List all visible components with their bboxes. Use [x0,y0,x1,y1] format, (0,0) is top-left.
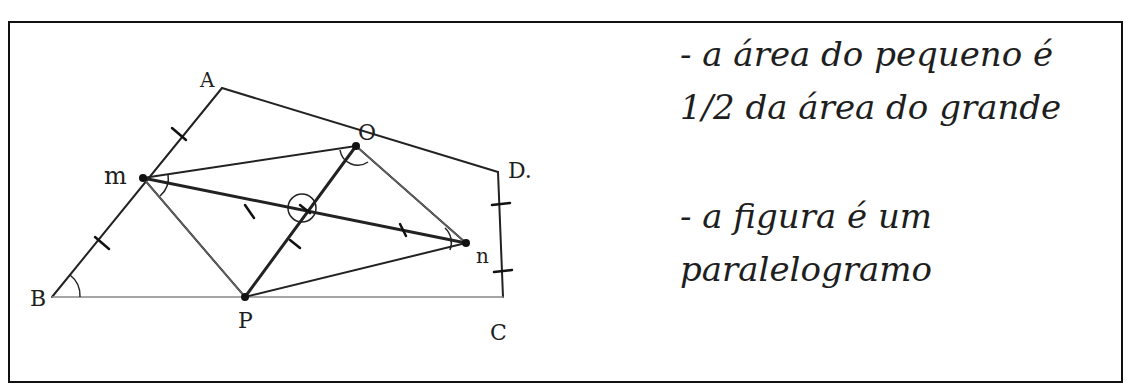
vertex-label: A [200,70,214,90]
angle-b [70,275,80,297]
vertex-dots [139,142,470,301]
figure-frame [9,22,1122,382]
vertex-label: B [30,288,46,310]
angle-m [160,174,168,196]
side-bc [52,296,503,298]
tick-marks [95,128,512,272]
midpoint-parallelogram [143,146,466,297]
segment-on [356,146,466,243]
point-label: m [104,164,127,188]
inner-parallelogram [143,146,466,297]
point-label: P [238,310,253,332]
tick [95,237,109,249]
side-ab [52,88,222,297]
tick [290,240,300,248]
segment-mp [143,178,245,297]
point-label: n [476,246,489,266]
tick [245,205,254,218]
vertex-label: D. [508,160,532,182]
outer-quadrilateral [52,88,503,297]
point-m [139,174,147,182]
angle-o [340,150,368,165]
handwritten-note: - a figura é um paralelogramo [680,190,1010,295]
angle-n [445,228,451,250]
diagonal-op [245,146,356,297]
point-n [462,239,470,247]
point-label: O [358,122,376,144]
point-p [241,293,249,301]
tick [494,270,512,272]
handwritten-note: - a área do pequeno é 1/2 da área do gra… [680,28,1080,133]
center-angle [288,194,316,222]
tick [300,205,310,213]
diagonal-mn [143,178,466,243]
tick [492,203,510,205]
tick [400,224,406,236]
tick [172,128,186,140]
side-dc [498,172,503,297]
angle-arcs [70,150,451,297]
vertex-label: C [490,322,507,344]
